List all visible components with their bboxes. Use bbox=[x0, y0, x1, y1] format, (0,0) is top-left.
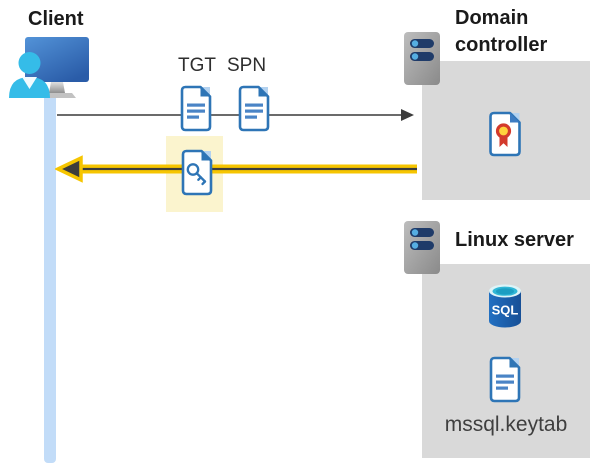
response-arrow-icon bbox=[55, 155, 417, 183]
tgt-label: TGT bbox=[178, 55, 216, 76]
sql-badge-label: SQL bbox=[492, 303, 519, 318]
keytab-file-label: mssql.keytab bbox=[444, 413, 568, 436]
tgt-document-icon bbox=[180, 85, 212, 132]
request-arrow-line bbox=[57, 114, 402, 116]
sql-database-icon: SQL bbox=[489, 284, 521, 328]
linux-server-label: Linux server bbox=[455, 229, 574, 251]
spn-label: SPN bbox=[227, 55, 267, 76]
certificate-icon bbox=[489, 111, 521, 157]
client-lifeline-bar bbox=[44, 92, 56, 463]
request-arrow-head-icon bbox=[401, 109, 414, 121]
domain-controller-label: Domain controller bbox=[455, 7, 548, 56]
key-icon bbox=[186, 163, 207, 186]
domain-controller-server-icon bbox=[404, 32, 440, 85]
client-user-monitor-icon bbox=[9, 37, 89, 98]
keytab-document-icon bbox=[489, 356, 521, 403]
client-label: Client bbox=[28, 8, 84, 30]
spn-document-icon bbox=[238, 85, 270, 132]
person-icon bbox=[9, 52, 50, 98]
key-document-icon bbox=[181, 149, 213, 196]
linux-server-icon bbox=[404, 221, 440, 274]
